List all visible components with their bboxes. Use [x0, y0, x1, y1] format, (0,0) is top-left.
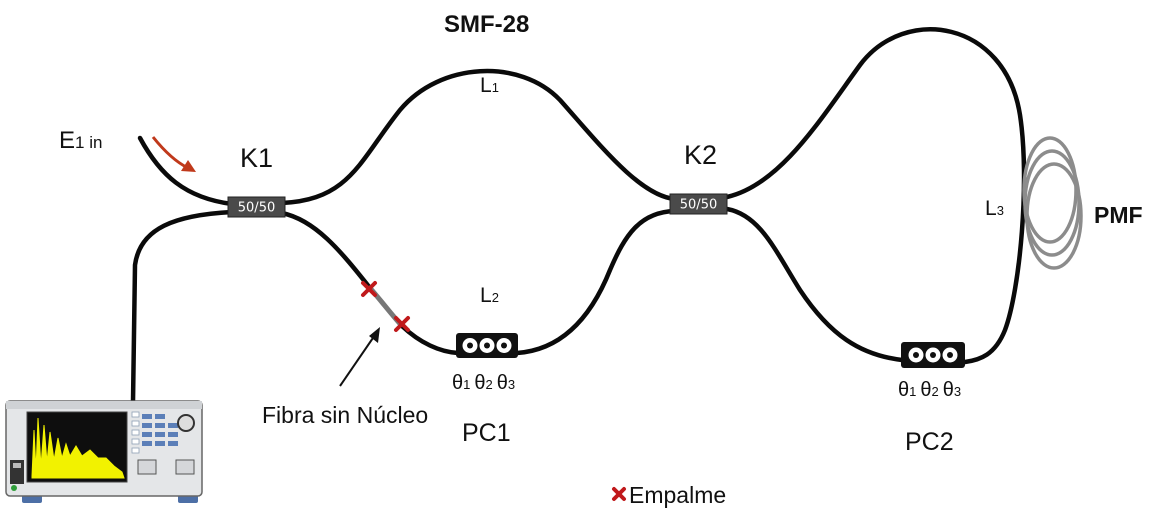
input-direction-arrow-icon — [151, 136, 196, 172]
input-label-sub: 1 in — [75, 133, 102, 152]
arm-l2-fiber-b — [399, 323, 461, 356]
pc2-theta-1: θ — [898, 379, 909, 401]
coupler-k2-ratio: 50/50 — [680, 198, 717, 213]
coupler-k1-ratio: 50/50 — [238, 201, 275, 216]
pc1-theta-2-sub: 2 — [485, 377, 492, 392]
splice-cross-icon — [394, 316, 410, 332]
pc2-theta-2-sub: 2 — [931, 384, 938, 399]
coupler-k1-label: K1 — [240, 143, 273, 173]
pc2-label: PC2 — [905, 428, 954, 456]
pc2-theta-1-sub: 1 — [909, 384, 916, 399]
pmf-coil-icon — [1022, 136, 1083, 270]
arm-l2-label: L — [480, 284, 492, 307]
pc1-label: PC1 — [462, 419, 511, 447]
pc1-theta-3-sub: 3 — [508, 377, 515, 392]
arm-l2-fiber-c — [514, 208, 678, 356]
legend-splice: Empalme — [612, 482, 726, 508]
pc1-theta-2: θ — [474, 372, 485, 394]
loop-l3-label-sub: 3 — [997, 203, 1004, 218]
pc1-theta-1: θ — [452, 372, 463, 394]
arm-l2-label-sub: 2 — [492, 290, 499, 305]
loop-return-fiber — [724, 206, 905, 363]
coreless-fiber-label: Fibra sin Núcleo — [262, 402, 428, 428]
pointer-arrow-icon — [339, 327, 380, 387]
loop-l3-fiber — [724, 27, 1027, 365]
pc1-theta-1-sub: 1 — [463, 377, 470, 392]
arm-l2-fiber-a — [279, 210, 373, 291]
pc1-theta-3: θ — [497, 372, 508, 394]
svg-text:L3: L3 — [985, 197, 1004, 220]
splice-cross-icon — [361, 281, 377, 297]
pc2-controller-icon — [901, 342, 965, 368]
svg-text:L1: L1 — [480, 74, 499, 97]
fiber-type-label: SMF-28 — [444, 11, 529, 38]
coupler-k2: 50/50 — [669, 193, 728, 215]
osa-lead-fiber — [130, 209, 235, 405]
pmf-label: PMF — [1094, 202, 1143, 228]
optical-spectrum-analyzer-icon — [5, 400, 203, 503]
pc2-theta-2: θ — [920, 379, 931, 401]
osa-spectrum-trace — [31, 417, 125, 479]
svg-text:E1 in: E1 in — [59, 127, 102, 154]
loop-l3-label: L — [985, 197, 997, 220]
input-label: E — [59, 127, 75, 154]
input-fiber — [137, 135, 235, 207]
arm-l1-label-sub: 1 — [492, 80, 499, 95]
pc2-theta-3-sub: 3 — [954, 384, 961, 399]
pc2-theta-3: θ — [943, 379, 954, 401]
arm-l1-label: L — [480, 74, 492, 97]
legend-splice-label: Empalme — [629, 482, 726, 508]
coupler-k2-label: K2 — [684, 140, 717, 170]
svg-text:L2: L2 — [480, 284, 499, 307]
coupler-k1: 50/50 — [227, 196, 286, 218]
legend-splice-icon — [612, 487, 626, 501]
arm-l1-fiber — [279, 68, 678, 206]
pc1-controller-icon — [456, 333, 518, 358]
